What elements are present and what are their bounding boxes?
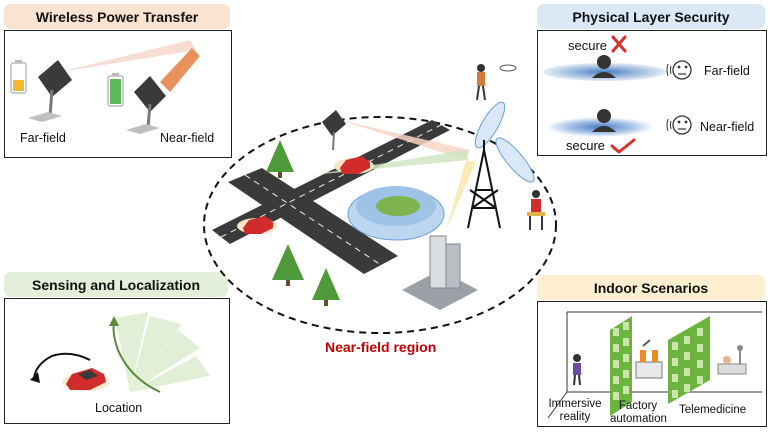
tree-icon-3 (312, 268, 340, 306)
pls-title-tab: Physical Layer Security (537, 4, 765, 29)
center-beam-blue-1 (474, 101, 506, 149)
sensing-beam-2 (130, 316, 182, 392)
pls-far-label: Far-field (704, 64, 750, 78)
sensing-title-tab: Sensing and Localization (4, 272, 228, 297)
indoor-factory-label: Factory automation (610, 400, 667, 425)
stadium-icon (347, 186, 445, 241)
building-icon (402, 235, 478, 310)
solar-panel-far-icon (28, 60, 72, 122)
near-field-boundary (203, 116, 557, 334)
indoor-title: Indoor Scenarios (593, 279, 709, 296)
pls-near-label: Near-field (700, 120, 755, 134)
green-wall-1 (610, 316, 632, 416)
check-icon (610, 138, 636, 154)
pls-secure-top: secure (568, 38, 608, 53)
car-icon (62, 368, 110, 391)
center-beam-pink (340, 120, 470, 160)
wpt-title-tab: Wireless Power Transfer (4, 4, 230, 29)
pls-secure-bottom: secure (566, 138, 606, 153)
green-wall-2 (668, 316, 710, 404)
laptop-user-icon (527, 190, 545, 230)
vr-user-icon (573, 354, 581, 386)
indoor-tele-label: Telemedicine (679, 404, 747, 416)
pls-far-beam (543, 63, 667, 81)
eavesdropper-icon-near (666, 115, 692, 135)
sensing-location-label: Location (95, 401, 143, 415)
cross-icon (611, 35, 627, 53)
car-icon-1 (334, 156, 374, 174)
sensing-title: Sensing and Localization (31, 276, 201, 293)
solar-panel-center-icon (322, 110, 346, 151)
sensing-beam-4 (130, 356, 210, 392)
factory-robot-icon (635, 339, 663, 379)
tree-icon-1 (266, 140, 294, 178)
pls-title: Physical Layer Security (572, 8, 730, 25)
base-station-tower-icon (467, 140, 501, 229)
car-icon-2 (237, 216, 277, 234)
wpt-far-label: Far-field (20, 131, 66, 145)
telemedicine-icon (717, 345, 747, 375)
tree-icon-2 (272, 244, 304, 286)
battery-low-icon (10, 60, 27, 94)
center-beam-blue-2 (495, 137, 535, 183)
sensing-beam-1 (115, 312, 148, 392)
person-drone-icon (476, 64, 517, 101)
legit-user-icon-far (592, 55, 616, 78)
battery-full-icon (107, 73, 124, 107)
center-beam-yellow (446, 160, 476, 230)
eavesdropper-icon-far (666, 60, 692, 80)
trajectory-green (112, 321, 161, 393)
indoor-title-tab: Indoor Scenarios (537, 275, 765, 300)
legit-user-icon-near (592, 109, 616, 132)
wpt-far-beam (60, 40, 196, 72)
wpt-title: Wireless Power Transfer (35, 8, 199, 25)
indoor-immersive-label: Immersive reality (548, 398, 602, 423)
near-field-region-label: Near-field region (325, 339, 437, 355)
sensing-beam-3 (130, 330, 200, 392)
wpt-near-label: Near-field (160, 131, 215, 145)
road-diagonal (228, 168, 398, 274)
wpt-near-beam (160, 48, 200, 92)
trajectory-black (33, 352, 91, 379)
solar-panel-near-icon (126, 76, 166, 134)
